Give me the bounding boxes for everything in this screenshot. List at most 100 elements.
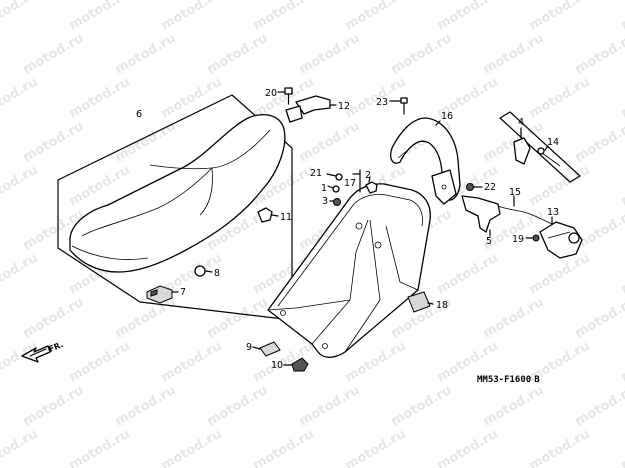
watermark-text: motod.ru (573, 31, 625, 78)
callout-19: 19 (512, 234, 524, 245)
seat-lock (539, 216, 583, 259)
watermark-text: motod.ru (159, 339, 225, 386)
lock-cable-bracket (513, 127, 531, 165)
watermark-text: motod.ru (527, 427, 593, 468)
cowl-decal (407, 291, 431, 313)
watermark-text: motod.ru (0, 0, 40, 33)
callout-13: 13 (547, 207, 559, 218)
callout-18: 18 (436, 300, 448, 311)
watermark-text: motod.ru (389, 31, 455, 78)
watermark-text: motod.ru (573, 295, 625, 342)
watermark-text: motod.ru (67, 75, 133, 122)
watermark-text: motod.ru (481, 31, 547, 78)
watermark-text: motod.ru (435, 251, 501, 298)
seat-nut (194, 265, 206, 277)
watermark-text: motod.ru (527, 163, 593, 210)
watermark-text: motod.ru (527, 75, 593, 122)
callout-5: 5 (486, 236, 492, 247)
watermark-text: motod.ru (527, 0, 593, 33)
watermark-text: motod.ru (573, 119, 625, 166)
watermark-text: motod.ru (21, 383, 87, 430)
watermark-text: motod.ru (0, 163, 40, 210)
callout-23: 23 (376, 97, 388, 108)
grab-rail (390, 117, 461, 205)
callout-17: 17 (344, 178, 356, 189)
hook-bolt (277, 87, 293, 105)
watermark-text: motod.ru (21, 31, 87, 78)
watermark-text: motod.ru (435, 0, 501, 33)
watermark-text: motod.ru (205, 31, 271, 78)
watermark-text: motod.ru (573, 383, 625, 430)
callout-7: 7 (180, 287, 186, 298)
seat-clip (257, 207, 273, 223)
callout-14: 14 (547, 137, 559, 148)
callout-6: 6 (136, 109, 142, 120)
watermark-text: motod.ru (159, 427, 225, 468)
callout-9: 9 (246, 342, 252, 353)
callout-20: 20 (265, 88, 277, 99)
callout-2: 2 (365, 170, 371, 181)
callout-12: 12 (338, 101, 350, 112)
watermark-text: motod.ru (297, 383, 363, 430)
rail-bolt (466, 183, 474, 191)
lock-bracket (461, 195, 501, 237)
cowl-pad (259, 341, 281, 357)
seat-rubber-block (146, 285, 179, 304)
cowl-fasteners (326, 169, 378, 206)
front-direction-label: FR. (47, 340, 64, 354)
watermark-text: motod.ru (619, 251, 625, 298)
watermark-text: motod.ru (0, 339, 40, 386)
watermark-text: motod.ru (21, 119, 87, 166)
callout-21: 21 (310, 168, 322, 179)
seat (69, 113, 286, 273)
watermark-text: motod.ru (0, 251, 40, 298)
callout-1: 1 (321, 183, 327, 194)
watermark-text: motod.ru (21, 295, 87, 342)
seat-cowl (267, 183, 431, 358)
watermark-text: motod.ru (619, 75, 625, 122)
watermark-text: motod.ru (0, 427, 40, 468)
watermark-text: motod.ru (435, 427, 501, 468)
rail-mount-bolt (389, 97, 408, 115)
watermark-text: motod.ru (113, 383, 179, 430)
watermark-text: motod.ru (67, 427, 133, 468)
watermark-text: motod.ru (389, 383, 455, 430)
lock-bolt (532, 234, 540, 242)
callout-16: 16 (441, 111, 453, 122)
watermark-text: motod.ru (113, 31, 179, 78)
watermark-text: motod.ru (481, 295, 547, 342)
lock-cable (497, 205, 557, 227)
watermark-text: motod.ru (205, 295, 271, 342)
callout-22: 22 (484, 182, 496, 193)
watermark-text: motod.ru (113, 295, 179, 342)
watermark-text: motod.ru (619, 0, 625, 33)
callout-3: 3 (322, 196, 328, 207)
watermark-text: motod.ru (205, 383, 271, 430)
watermark-text: motod.ru (159, 0, 225, 33)
callout-15: 15 (509, 187, 521, 198)
front-direction-arrow (21, 345, 51, 363)
helmet-hook (285, 95, 337, 123)
cowl-nut (291, 357, 309, 372)
watermark-text: motod.ru (619, 163, 625, 210)
callout-8: 8 (214, 268, 220, 279)
watermark-text: motod.ru (619, 427, 625, 468)
callout-10: 10 (271, 360, 283, 371)
watermark-text: motod.ru (67, 0, 133, 33)
watermark-text: motod.ru (481, 383, 547, 430)
callout-11: 11 (280, 212, 292, 223)
watermark-text: motod.ru (343, 427, 409, 468)
watermark-text: motod.ru (251, 427, 317, 468)
watermark-text: motod.ru (343, 0, 409, 33)
watermark-text: motod.ru (297, 119, 363, 166)
callout-4: 4 (518, 117, 524, 128)
lock-cable-end (537, 145, 561, 167)
watermark-text: motod.ru (619, 339, 625, 386)
watermark-text: motod.ru (0, 75, 40, 122)
watermark-text: motod.ru (67, 339, 133, 386)
watermark-text: motod.ru (573, 207, 625, 254)
watermark-text: motod.ru (297, 31, 363, 78)
lock-group-frame (499, 111, 581, 183)
